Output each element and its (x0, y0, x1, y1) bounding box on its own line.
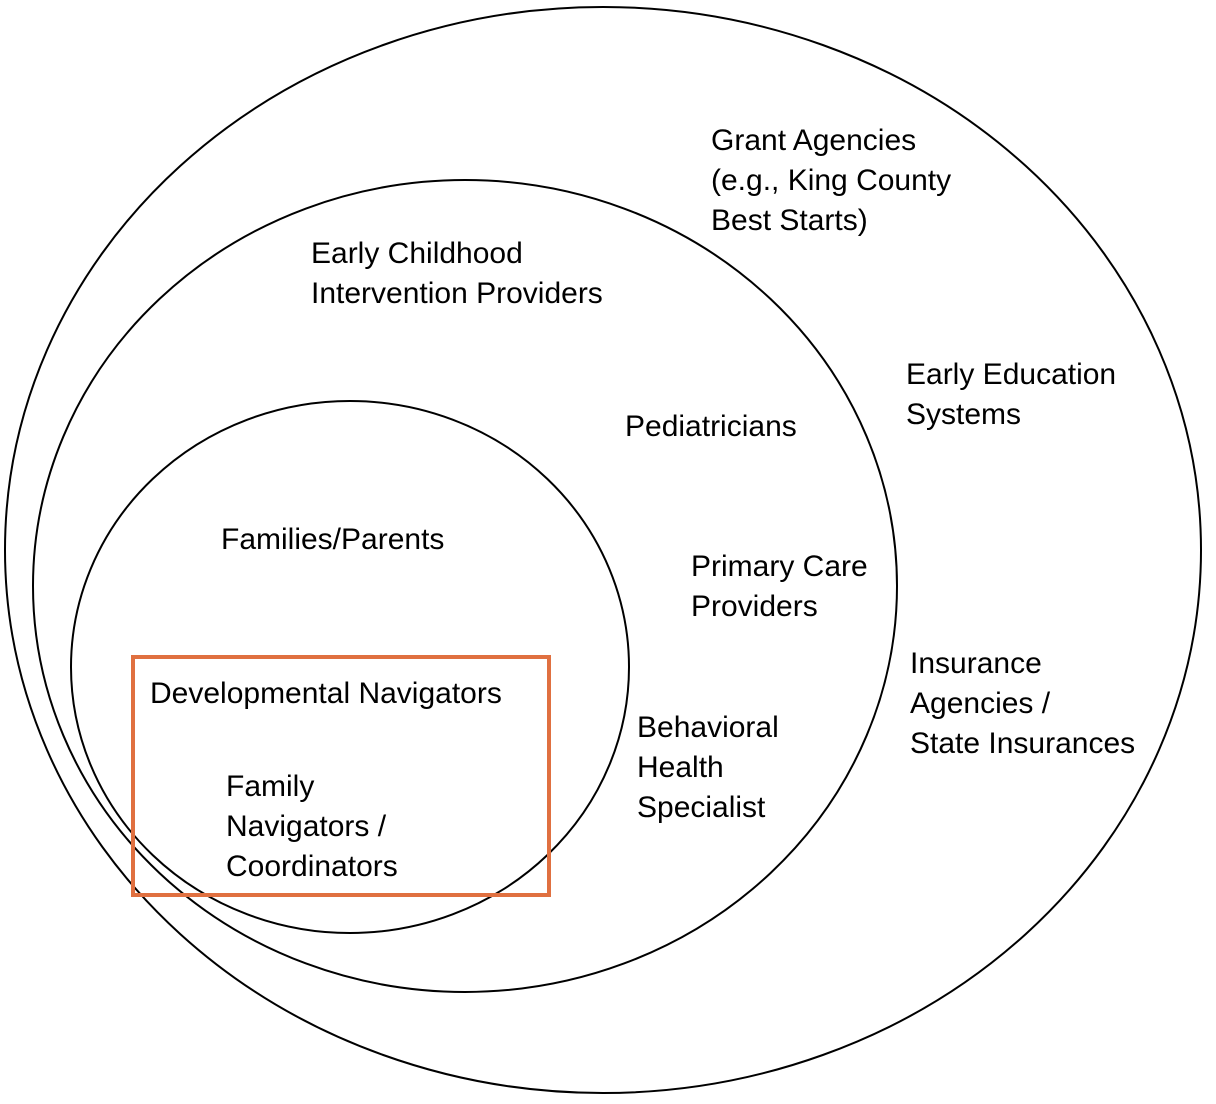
families-label: Families/Parents (221, 523, 445, 556)
inner-ring (70, 400, 630, 934)
pediatricians-label: Pediatricians (625, 410, 797, 443)
outer-ring (4, 6, 1202, 1094)
early-education-label: Early Education Systems (906, 358, 1117, 431)
grant-agencies-label: Grant Agencies (e.g., King County Best S… (711, 124, 952, 237)
middle-ring (32, 179, 898, 993)
family-navigators-label: Family Navigators / Coordinators (226, 770, 398, 883)
insurance-label: Insurance Agencies / State Insurances (910, 647, 1136, 760)
behavioral-health-label: Behavioral Health Specialist (637, 711, 779, 824)
early-childhood-label: Early Childhood Intervention Providers (311, 237, 603, 310)
developmental-navigators-label: Developmental Navigators (150, 677, 502, 710)
navigators-highlight-box (131, 655, 551, 897)
primary-care-label: Primary Care Providers (691, 550, 868, 623)
